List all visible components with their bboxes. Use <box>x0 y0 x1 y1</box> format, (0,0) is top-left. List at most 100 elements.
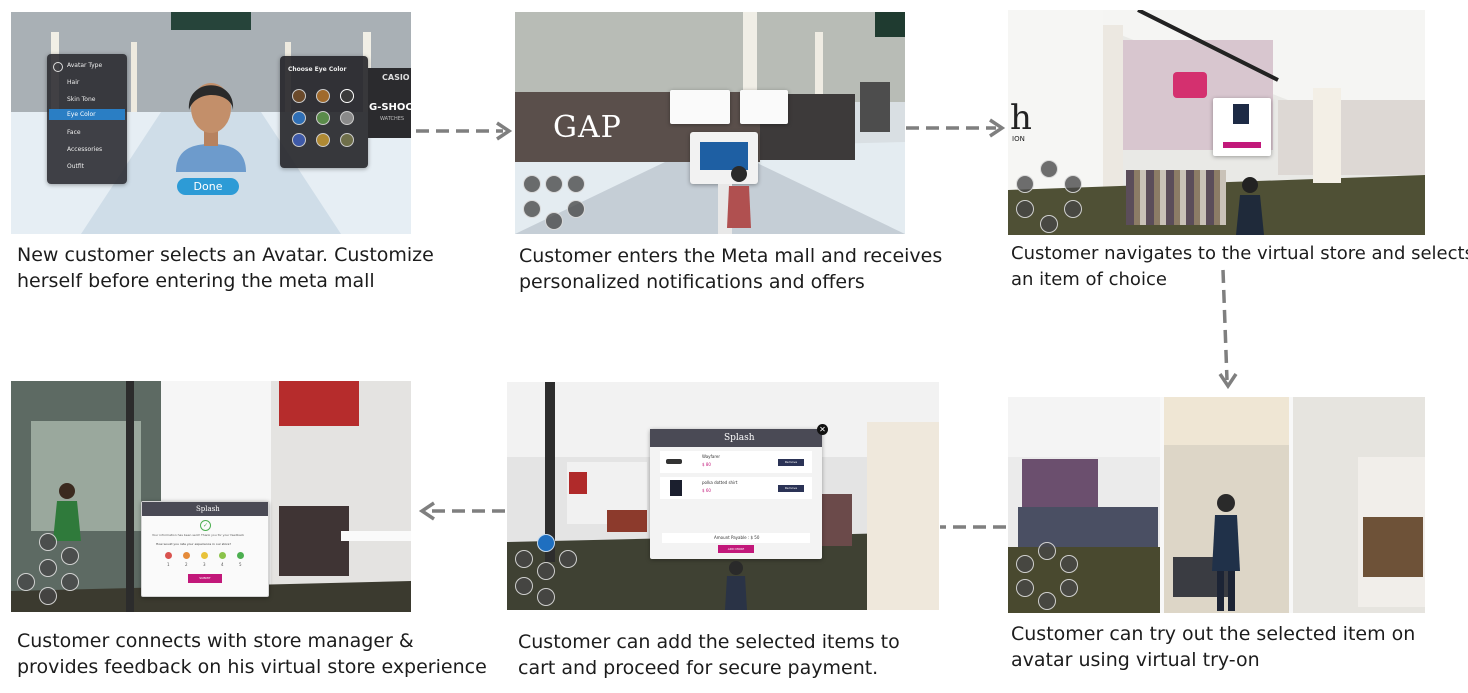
submit-button[interactable]: SUBMIT <box>188 574 222 583</box>
menu-item-outfit[interactable]: Outfit <box>67 163 85 170</box>
eye-swatch[interactable] <box>292 133 306 147</box>
caption-step3: Customer navigates to the virtual store … <box>1011 241 1468 293</box>
cart-item-price: $ 60 <box>702 488 711 493</box>
caption-line: cart and proceed for secure payment. <box>518 657 879 679</box>
eye-swatch[interactable] <box>340 89 354 103</box>
cart-item-row: Wayfarer $ 80 Remove <box>660 451 812 473</box>
arrow-step3-to-step4 <box>1221 269 1229 381</box>
item-detail-popup <box>1213 98 1271 156</box>
eye-swatch[interactable] <box>340 133 354 147</box>
caption-line: Customer can add the selected items to <box>518 631 900 653</box>
hud-cart-icon[interactable] <box>1016 579 1034 597</box>
cart-item-row: polka dotted shirt $ 60 Remove <box>660 477 812 499</box>
customer-avatar <box>727 166 751 228</box>
scene-virtual-try-on <box>1008 397 1425 613</box>
hud-home-icon[interactable] <box>537 562 555 580</box>
hud-home-icon[interactable] <box>1038 542 1056 560</box>
item-thumbnail <box>1233 104 1249 124</box>
caption-step6: Customer connects with store manager & p… <box>17 628 487 680</box>
menu-item-face[interactable]: Face <box>67 129 81 136</box>
hud-chat-icon[interactable] <box>545 212 563 230</box>
menu-item-accessories[interactable]: Accessories <box>67 146 103 153</box>
casio-sign: CASIO G-SHOCK WATCHES <box>368 68 411 138</box>
storefront-logo-sub: ION <box>1012 135 1025 143</box>
hud-mic-icon[interactable] <box>1016 175 1034 193</box>
hud-home-icon[interactable] <box>1040 160 1058 178</box>
remove-item-button[interactable]: Remove <box>778 459 804 466</box>
hud-chat-icon[interactable] <box>39 587 57 605</box>
check-icon: ✓ <box>200 520 211 531</box>
caption-step1: New customer selects an Avatar. Customiz… <box>17 242 434 294</box>
feedback-question: How would you rate your experience in ou… <box>156 542 231 546</box>
hud-mic-icon[interactable] <box>39 533 57 551</box>
hud-home-icon[interactable] <box>545 175 563 193</box>
caption-step5: Customer can add the selected items to c… <box>518 629 900 681</box>
eye-swatch[interactable] <box>316 111 330 125</box>
caption-line: personalized notifications and offers <box>519 271 865 293</box>
menu-item-eye-color[interactable]: Eye Color <box>67 111 96 118</box>
hud-home-icon[interactable] <box>61 547 79 565</box>
rating-face-5[interactable] <box>237 552 244 559</box>
eye-swatch[interactable] <box>316 133 330 147</box>
menu-item-skin-tone[interactable]: Skin Tone <box>67 96 96 103</box>
remove-item-button[interactable]: Remove <box>778 485 804 492</box>
caption-line: herself before entering the meta mall <box>17 270 375 292</box>
rating-face-2[interactable] <box>183 552 190 559</box>
offer-graphic <box>700 142 748 170</box>
rating-number: 5 <box>239 562 242 567</box>
avatar-menu-panel: Avatar Type Hair Skin Tone Eye Color Fac… <box>47 54 127 184</box>
hud-settings-icon[interactable] <box>61 573 79 591</box>
menu-item-avatar-type[interactable]: Avatar Type <box>67 62 103 69</box>
caption-line: provides feedback on his virtual store e… <box>17 656 487 678</box>
arrow-head <box>1218 373 1238 390</box>
scene-avatar-customization: Avatar Type Hair Skin Tone Eye Color Fac… <box>11 12 411 234</box>
hud-map-icon[interactable] <box>1060 555 1078 573</box>
hud-settings-icon[interactable] <box>1064 200 1082 218</box>
avatar-figure <box>176 83 246 172</box>
menu-item-icon <box>53 62 63 72</box>
hud-map-icon[interactable] <box>1064 175 1082 193</box>
offer-notification-board <box>690 132 758 184</box>
rating-face-3[interactable] <box>201 552 208 559</box>
hud-cart-icon[interactable] <box>17 573 35 591</box>
scene6-background <box>11 381 411 612</box>
menu-item-eye-color-highlight <box>49 109 125 120</box>
caption-line: avatar using virtual try-on <box>1011 649 1260 671</box>
hud-cart-icon[interactable] <box>523 200 541 218</box>
hud-map-icon[interactable] <box>559 550 577 568</box>
close-icon[interactable]: ✕ <box>817 424 828 435</box>
caption-step4: Customer can try out the selected item o… <box>1011 621 1415 673</box>
rating-face-1[interactable] <box>165 552 172 559</box>
hud-settings-icon[interactable] <box>567 200 585 218</box>
item-select-button[interactable] <box>1223 142 1261 148</box>
add-more-button[interactable]: ADD MORE <box>718 545 754 553</box>
hud-chat-icon[interactable] <box>1038 592 1056 610</box>
hud-settings-icon[interactable] <box>1060 579 1078 597</box>
rating-number: 2 <box>185 562 188 567</box>
hud-cart-icon[interactable] <box>537 534 555 552</box>
gshock-text: G-SHOCK <box>369 102 411 113</box>
eye-swatch[interactable] <box>316 89 330 103</box>
rating-face-4[interactable] <box>219 552 226 559</box>
sunglasses-thumbnail <box>666 459 682 464</box>
feedback-panel: Splash ✓ Your information has been sent!… <box>141 501 269 597</box>
eye-swatch[interactable] <box>340 111 354 125</box>
hud-map-icon[interactable] <box>567 175 585 193</box>
watches-text: WATCHES <box>380 116 405 122</box>
hud-chat-icon[interactable] <box>1040 215 1058 233</box>
hud-mic-icon[interactable] <box>515 550 533 568</box>
caption-line: Customer navigates to the virtual store … <box>1011 243 1468 264</box>
menu-item-hair[interactable]: Hair <box>67 79 80 86</box>
hud-chat-icon[interactable] <box>515 577 533 595</box>
eye-color-panel-title: Choose Eye Color <box>288 66 347 73</box>
eye-swatch[interactable] <box>292 111 306 125</box>
done-button[interactable]: Done <box>177 178 239 195</box>
hud-settings-icon[interactable] <box>537 588 555 606</box>
customer-avatar <box>1236 177 1264 235</box>
eye-swatch[interactable] <box>292 89 306 103</box>
hud-map-icon[interactable] <box>39 559 57 577</box>
hud-cart-icon[interactable] <box>1016 200 1034 218</box>
hud-mic-icon[interactable] <box>1016 555 1034 573</box>
hud-mic-icon[interactable] <box>523 175 541 193</box>
